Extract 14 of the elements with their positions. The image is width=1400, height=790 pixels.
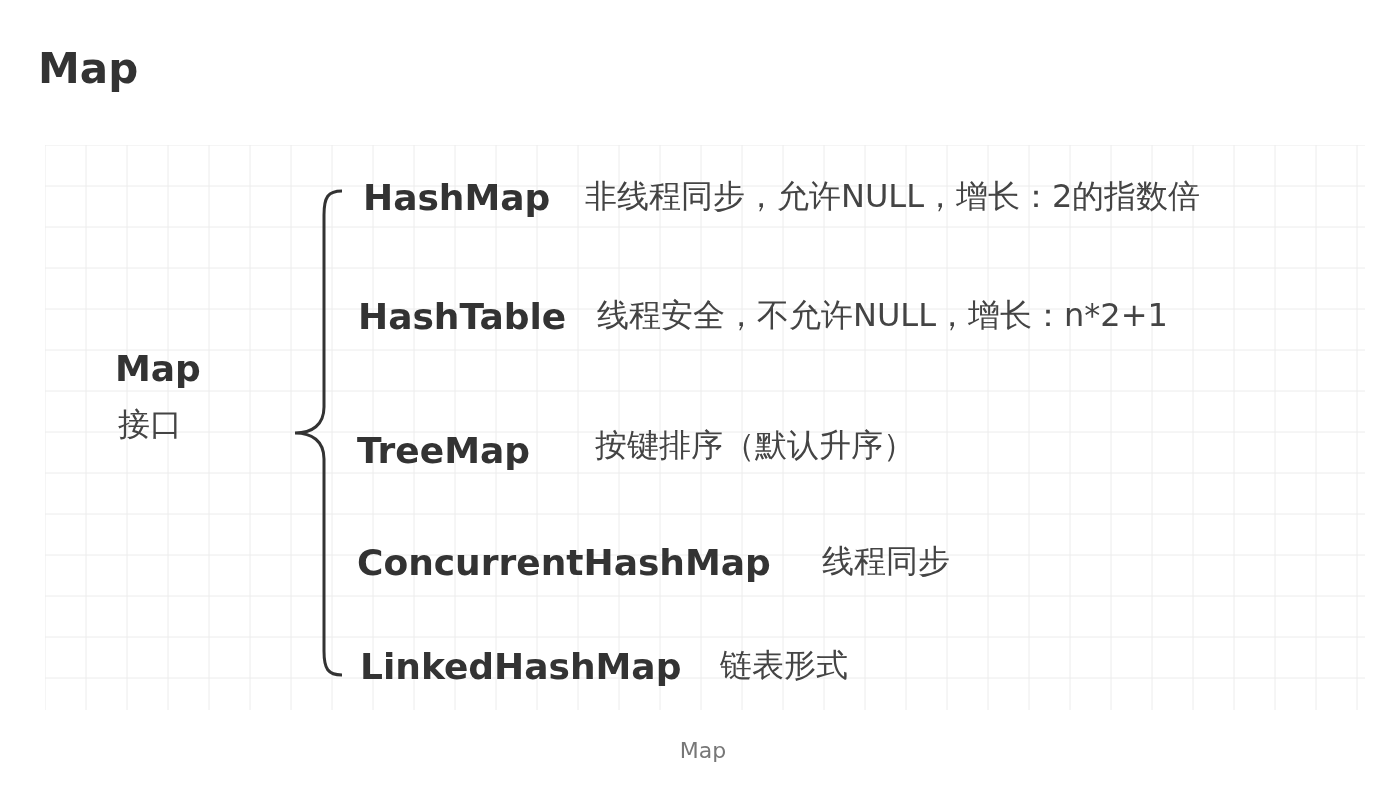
class-name: LinkedHashMap: [360, 645, 682, 687]
class-note: 线程同步: [822, 541, 950, 582]
class-name: HashTable: [358, 295, 567, 337]
class-note: 线程安全，不允许NULL，增长：n*2+1: [597, 295, 1168, 336]
class-note: 按键排序（默认升序）: [595, 425, 915, 466]
class-note: 链表形式: [720, 645, 848, 686]
class-name: HashMap: [363, 176, 551, 218]
class-note: 非线程同步，允许NULL，增长：2的指数倍: [585, 176, 1201, 217]
interface-name: Map: [115, 347, 201, 389]
figure-caption: Map: [678, 738, 728, 763]
class-name: ConcurrentHashMap: [357, 541, 771, 583]
interface-note: 接口: [118, 404, 182, 445]
class-name: TreeMap: [357, 429, 531, 471]
page-title: Map: [38, 44, 139, 93]
